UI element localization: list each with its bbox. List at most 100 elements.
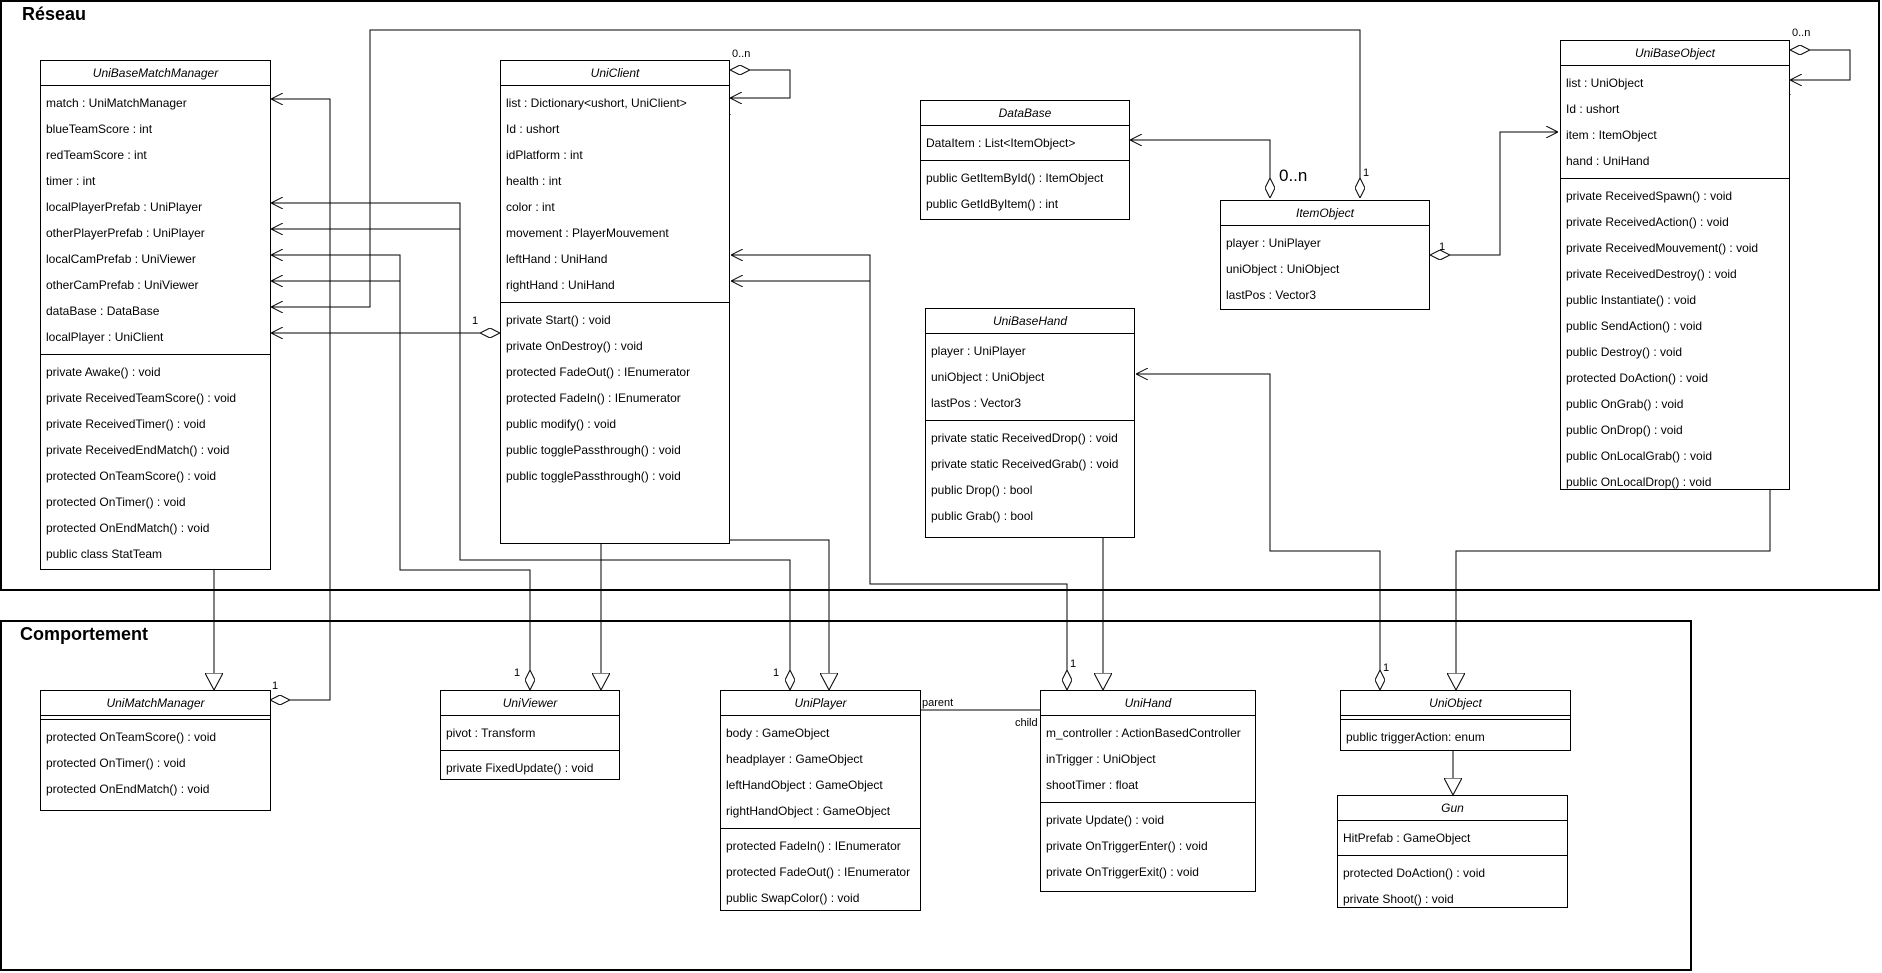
method-row: private static ReceivedDrop() : void (931, 431, 1118, 445)
method-row: public modify() : void (506, 417, 617, 431)
unibaseobject-self-association (1790, 50, 1851, 80)
method-row: public Instantiate() : void (1566, 293, 1697, 307)
method-row: protected OnTeamScore() : void (46, 469, 217, 483)
method-row: private Shoot() : void (1343, 892, 1454, 906)
attribute-row: localPlayer : UniClient (46, 330, 164, 344)
uni-base-hand-methods: private static ReceivedDrop() : void priv… (926, 421, 1134, 533)
generalization-object (1456, 490, 1771, 690)
uni-base-match-manager-class-name: UniBaseMatchManager (41, 61, 270, 86)
mult-hand: 1 (1070, 658, 1077, 670)
method-row: private ReceivedDestroy() : void (1566, 267, 1737, 281)
uni-base-object-methods: private ReceivedSpawn() : void private Re… (1561, 179, 1789, 499)
itemobject-unibaseobject-aggregation (1430, 132, 1558, 255)
attribute-row: item : ItemObject (1566, 128, 1657, 142)
attribute-row: lastPos : Vector3 (931, 396, 1022, 410)
method-row: private Update() : void (1046, 813, 1165, 827)
attribute-row: lastPos : Vector3 (1226, 288, 1317, 302)
gun-methods: protected DoAction() : void private Shoot… (1338, 856, 1567, 916)
uni-object-attributes (1341, 716, 1570, 720)
method-row: private ReceivedAction() : void (1566, 215, 1729, 229)
package-comportement (0, 620, 1692, 971)
attribute-row: inTrigger : UniObject (1046, 752, 1156, 766)
class-uniclient[interactable]: UniClient list : Dictionary<ushort, UniCl… (500, 60, 730, 544)
attribute-row: match : UniMatchManager (46, 96, 187, 110)
method-row: private ReceivedSpawn() : void (1566, 189, 1733, 203)
uni-viewer-attributes: pivot : Transform (441, 716, 619, 751)
data-base-attributes: DataItem : List<ItemObject> (921, 126, 1129, 161)
attribute-row: leftHand : UniHand (506, 252, 608, 266)
method-row: protected FadeOut() : IEnumerator (506, 365, 691, 379)
mult-player: 1 (773, 667, 780, 679)
uni-match-manager-class-name: UniMatchManager (41, 691, 270, 716)
uni-client-class-name: UniClient (501, 61, 729, 86)
method-row: private ReceivedMouvement() : void (1566, 241, 1759, 255)
package-title-reseau: Réseau (22, 4, 87, 24)
attribute-row: player : UniPlayer (931, 344, 1026, 358)
attribute-row: localPlayerPrefab : UniPlayer (46, 200, 203, 214)
method-row: public triggerAction: enum (1346, 730, 1485, 744)
attribute-row: leftHandObject : GameObject (726, 778, 883, 792)
uni-match-manager-attributes (41, 716, 270, 720)
attribute-row: otherPlayerPrefab : UniPlayer (46, 226, 205, 240)
method-row: public Grab() : bool (931, 509, 1034, 523)
class-unimatchmanager[interactable]: UniMatchManager protected OnTeamScore() :… (40, 690, 271, 811)
method-row: protected OnTimer() : void (46, 756, 186, 770)
method-row: private static ReceivedGrab() : void (931, 457, 1119, 471)
method-row: public OnLocalGrab() : void (1566, 449, 1713, 463)
method-row: public togglePassthrough() : void (506, 469, 681, 483)
package-title-comportement: Comportement (20, 624, 149, 644)
method-row: private Start() : void (506, 313, 611, 327)
method-row: protected OnEndMatch() : void (46, 521, 210, 535)
mult-unibaseobject-self: 0..n (1792, 27, 1811, 39)
mult-uniclient-self: 0..n (732, 48, 751, 60)
uni-hand-class-name: UniHand (1041, 691, 1255, 716)
attribute-row: color : int (506, 200, 555, 214)
mult-itemobject-database: 0..n (1279, 166, 1308, 185)
class-uniobject[interactable]: UniObject public triggerAction: enum (1340, 690, 1571, 751)
uni-base-hand-attributes: player : UniPlayer uniObject : UniObject l… (926, 334, 1134, 421)
attribute-row: player : UniPlayer (1226, 236, 1321, 250)
mult-matchmanager: 1 (272, 680, 279, 692)
attribute-row: health : int (506, 174, 562, 188)
method-row: protected DoAction() : void (1343, 866, 1486, 880)
attribute-row: list : Dictionary<ushort, UniClient> (506, 96, 687, 110)
attribute-row: rightHand : UniHand (506, 278, 615, 292)
method-row: protected OnEndMatch() : void (46, 782, 210, 796)
method-row: public OnDrop() : void (1566, 423, 1683, 437)
item-object-class-name: ItemObject (1221, 201, 1429, 226)
attribute-row: pivot : Transform (446, 726, 536, 740)
attribute-row: uniObject : UniObject (931, 370, 1045, 384)
attribute-row: localCamPrefab : UniViewer (46, 252, 196, 266)
uni-object-class-name: UniObject (1341, 691, 1570, 716)
attribute-row: list : UniObject (1566, 76, 1644, 90)
method-row: public class StatTeam (46, 547, 163, 561)
mult-localplayer: 1 (472, 315, 479, 327)
attribute-row: hand : UniHand (1566, 154, 1650, 168)
method-row: private ReceivedTimer() : void (46, 417, 206, 431)
uniobject-aggregation (1136, 374, 1380, 690)
attribute-row: rightHandObject : GameObject (726, 804, 891, 818)
attribute-row: shootTimer : float (1046, 778, 1139, 792)
package-reseau (0, 0, 1880, 591)
uni-viewer-methods: private FixedUpdate() : void (441, 751, 619, 785)
attribute-row: Id : ushort (506, 122, 560, 136)
uniclient-self-association (730, 70, 791, 98)
matchmanager-aggregation (270, 99, 331, 700)
method-row: public OnGrab() : void (1566, 397, 1684, 411)
